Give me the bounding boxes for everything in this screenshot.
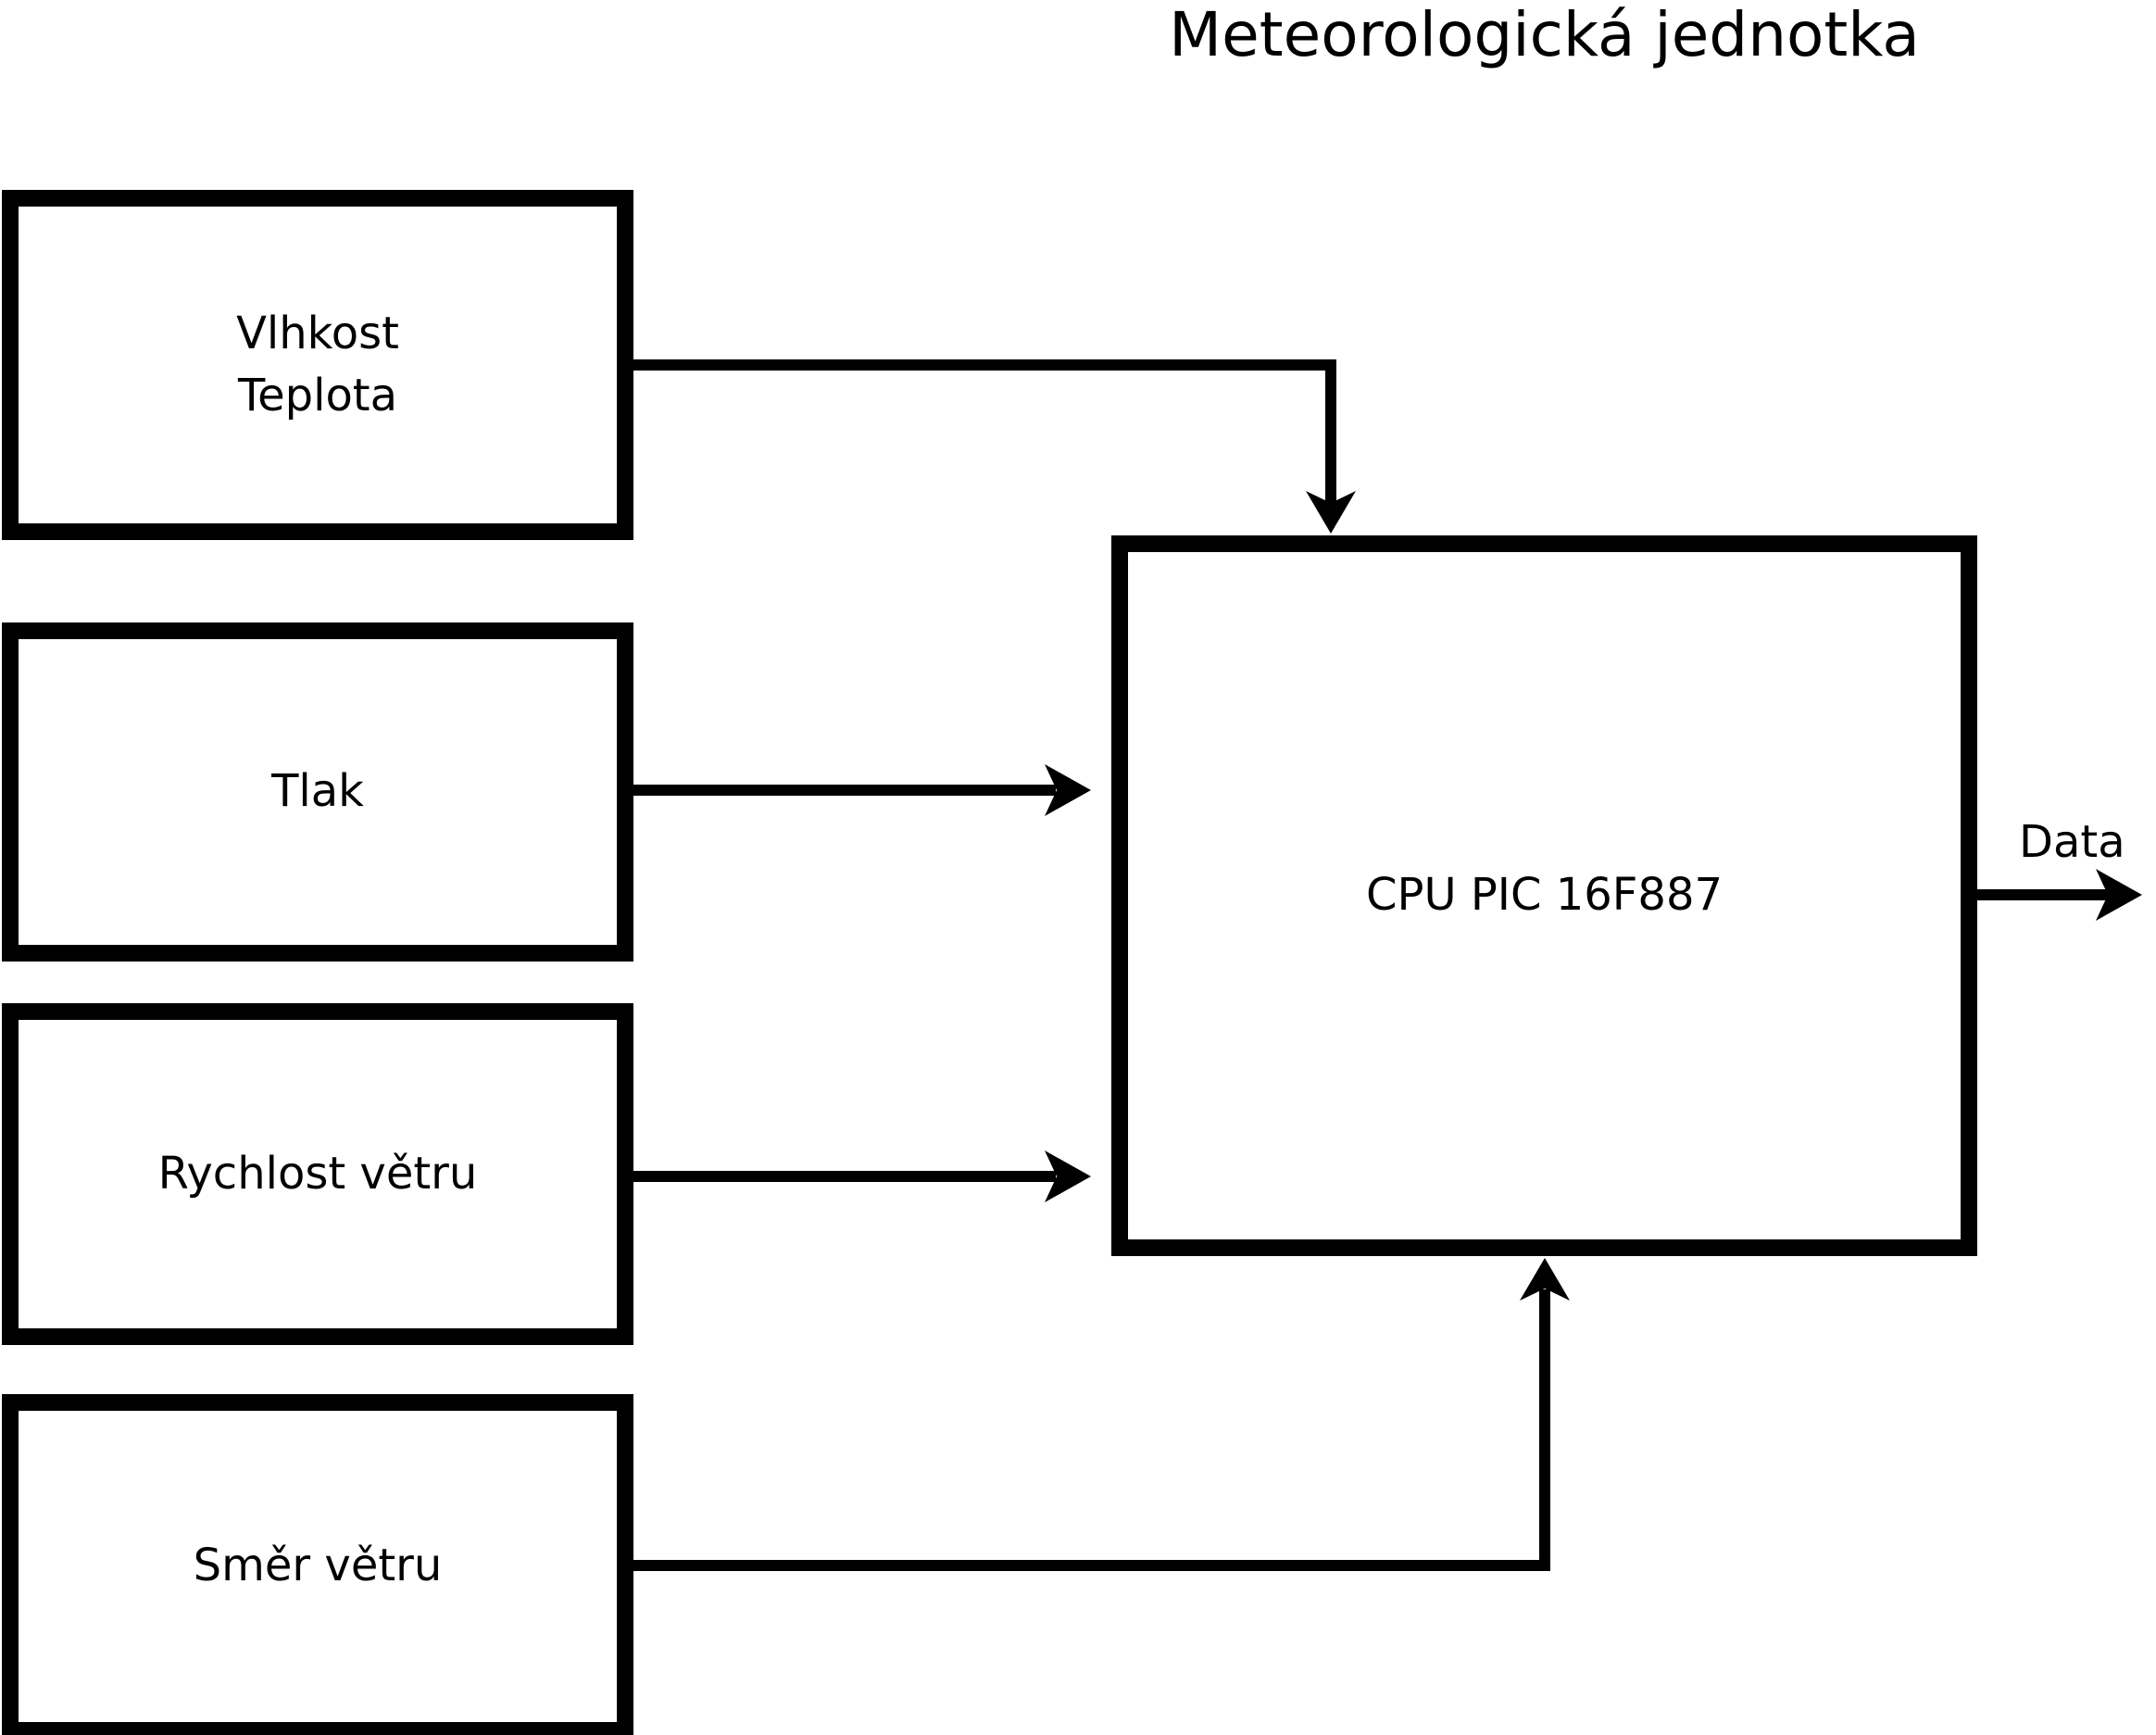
connector-cpu-to-data (1977, 869, 2142, 921)
cpu-label: CPU PIC 16F887 (1365, 869, 1724, 922)
sensor-box-humidity-temperature: Vlhkost Teplota (2, 190, 633, 540)
arrowhead-right-icon (1045, 1150, 1091, 1202)
sensor-label: Rychlost větru (157, 1147, 478, 1200)
connector-wind-speed-to-cpu (633, 1150, 1091, 1202)
connector-pressure-to-cpu (633, 764, 1091, 816)
diagram-title: Meteorologická jednotka (1169, 0, 1920, 70)
sensor-box-pressure: Tlak (2, 622, 633, 962)
sensor-label: Tlak (271, 765, 364, 818)
arrowhead-right-icon (1045, 764, 1091, 816)
connector-humidity-temp-to-cpu (633, 359, 1356, 534)
sensor-label: Vlhkost Teplota (236, 307, 399, 421)
sensor-label: Směr větru (193, 1540, 443, 1592)
cpu-box: CPU PIC 16F887 (1111, 535, 1977, 1256)
sensor-box-wind-direction: Směr větru (2, 1394, 633, 1735)
sensor-box-wind-speed: Rychlost větru (2, 1003, 633, 1345)
arrowhead-right-icon (2096, 869, 2142, 921)
arrowhead-up-icon (1520, 1258, 1570, 1301)
connector-wind-direction-to-cpu (633, 1258, 1570, 1571)
arrowhead-down-icon (1306, 491, 1356, 534)
data-output-label: Data (2019, 816, 2125, 868)
